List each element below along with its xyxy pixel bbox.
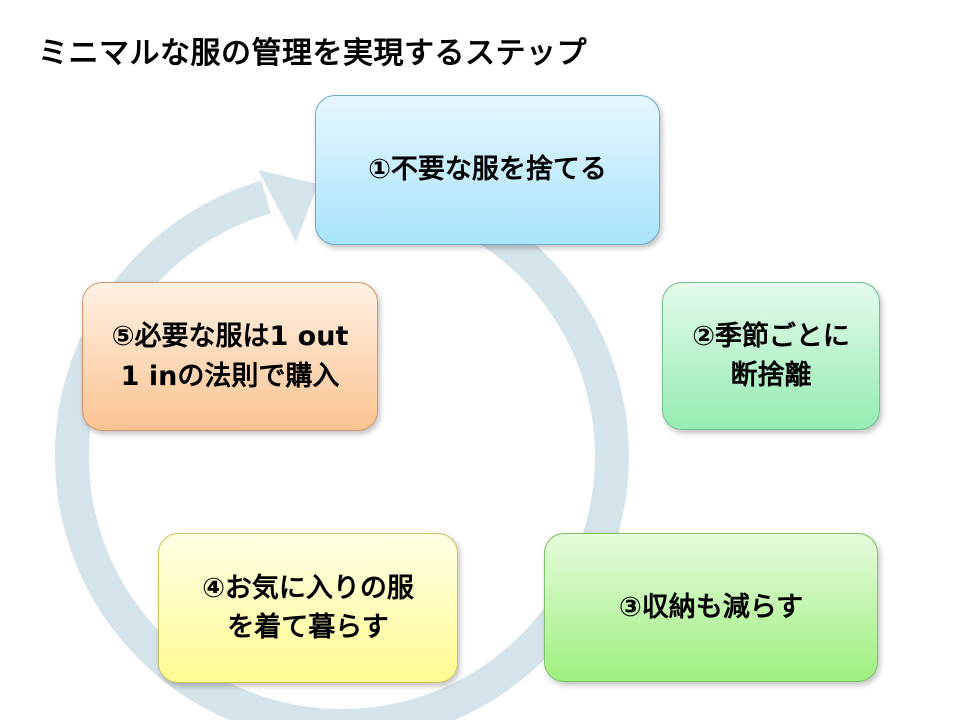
step-4-box: ④お気に入りの服 を着て暮らす: [158, 533, 458, 683]
step-5-box: ⑤必要な服は1 out 1 inの法則で購入: [82, 282, 378, 431]
step-2-box: ②季節ごとに 断捨離: [662, 282, 880, 430]
page-title: ミニマルな服の管理を実現するステップ: [38, 36, 587, 71]
step-3-box: ③収納も減らす: [544, 533, 878, 682]
step-1-box: ①不要な服を捨てる: [315, 95, 660, 245]
